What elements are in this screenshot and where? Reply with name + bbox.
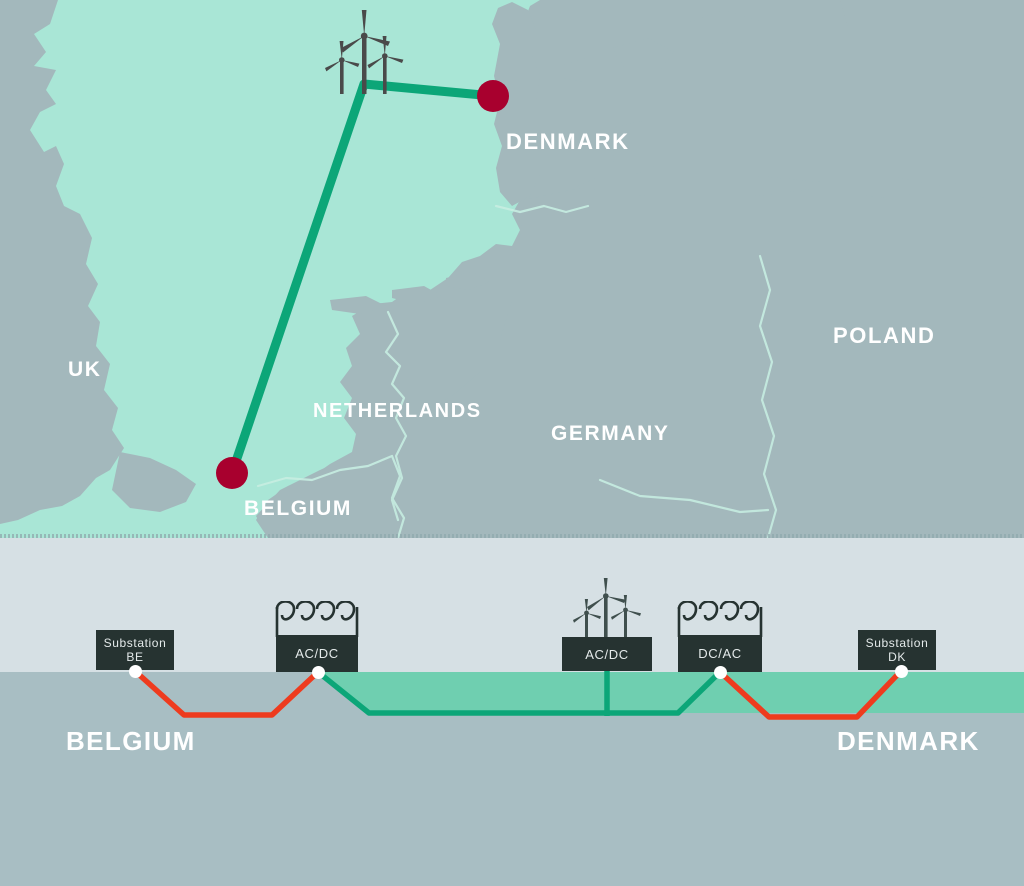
- border-de-pl: [758, 254, 778, 538]
- converter-be-coil-strip: [276, 618, 358, 635]
- cross-section-graphic: [132, 668, 1024, 720]
- connection-node-icon[interactable]: [129, 665, 142, 678]
- map-panel: DENMARK POLAND NETHERLANDS GERMANY UK BE…: [0, 0, 1024, 538]
- connection-node-icon[interactable]: [312, 666, 325, 679]
- belgium-landing-point[interactable]: [216, 457, 248, 489]
- land-great-britain: [0, 0, 124, 524]
- cross-section-panel: Substation BE AC/DC: [0, 538, 1024, 886]
- ac-cable-denmark: [717, 668, 904, 720]
- border-nl-de: [384, 310, 408, 522]
- border-de-cz: [598, 478, 770, 514]
- substation-be-label: Substation BE: [103, 636, 167, 664]
- land-sweden-sw: [758, 0, 848, 46]
- offshore-platform-box[interactable]: AC/DC: [562, 637, 652, 671]
- land-ireland-ne: [0, 88, 34, 122]
- inductor-coil-icon: [677, 601, 763, 637]
- land-wadden-b: [392, 286, 442, 304]
- converter-dk-box[interactable]: DC/AC: [678, 635, 762, 672]
- land-se-england: [112, 452, 196, 512]
- substation-dk-box[interactable]: Substation DK: [858, 630, 936, 670]
- land-wadden-c: [446, 272, 490, 290]
- inductor-coil-icon: [275, 601, 359, 637]
- land-island-c: [690, 10, 756, 44]
- land-island-b: [612, 38, 674, 70]
- offshore-platform-label: AC/DC: [585, 646, 629, 662]
- border-be-nl: [256, 454, 394, 488]
- land-jutland: [492, 2, 542, 206]
- converter-be-box[interactable]: AC/DC: [276, 635, 358, 672]
- map-country-borders: [256, 204, 778, 538]
- windfarm-zone: [318, 672, 1024, 713]
- map-landmasses: [0, 0, 1024, 538]
- land-island-a: [560, 58, 600, 82]
- border-de-dk: [494, 204, 590, 214]
- connection-node-icon[interactable]: [714, 666, 727, 679]
- land-north-germany-coast: [256, 188, 1024, 538]
- denmark-landing-point[interactable]: [477, 80, 509, 112]
- wind-turbine-icon: [573, 578, 641, 638]
- wind-turbine-icon: [325, 10, 404, 94]
- substation-be-box[interactable]: Substation BE: [96, 630, 174, 670]
- substation-dk-label: Substation DK: [865, 636, 929, 664]
- section-divider: [0, 534, 1024, 539]
- land-wadden-a: [330, 296, 386, 314]
- ac-cable-belgium: [132, 668, 321, 718]
- converter-be-label: AC/DC: [295, 646, 339, 661]
- connection-node-icon[interactable]: [895, 665, 908, 678]
- hvdc-cable-green: [315, 669, 723, 716]
- land-zealand: [612, 120, 668, 174]
- border-be-de: [390, 454, 406, 538]
- map-graphic: [0, 0, 1024, 538]
- land-funen: [556, 144, 600, 188]
- converter-dk-coil-strip: [678, 618, 762, 635]
- converter-dk-label: DC/AC: [698, 646, 742, 661]
